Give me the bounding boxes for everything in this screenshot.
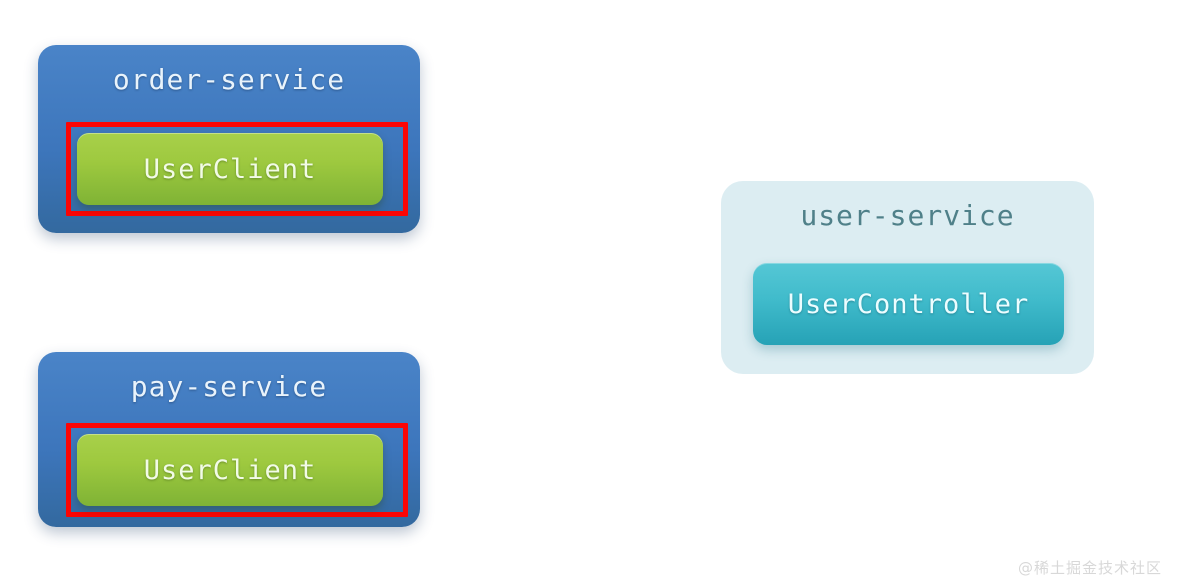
service-title-user-service: user-service <box>800 199 1015 232</box>
highlight-frame-order-service <box>66 122 408 216</box>
highlight-frame-pay-service <box>66 423 408 517</box>
component-user-controller[interactable]: UserController <box>753 263 1064 345</box>
watermark-text: @稀土掘金技术社区 <box>1017 559 1162 577</box>
service-title-order-service: order-service <box>112 63 346 96</box>
component-order-user-client[interactable]: UserClient <box>77 133 383 205</box>
component-pay-user-client[interactable]: UserClient <box>77 434 383 506</box>
service-title-pay-service: pay-service <box>130 370 328 403</box>
